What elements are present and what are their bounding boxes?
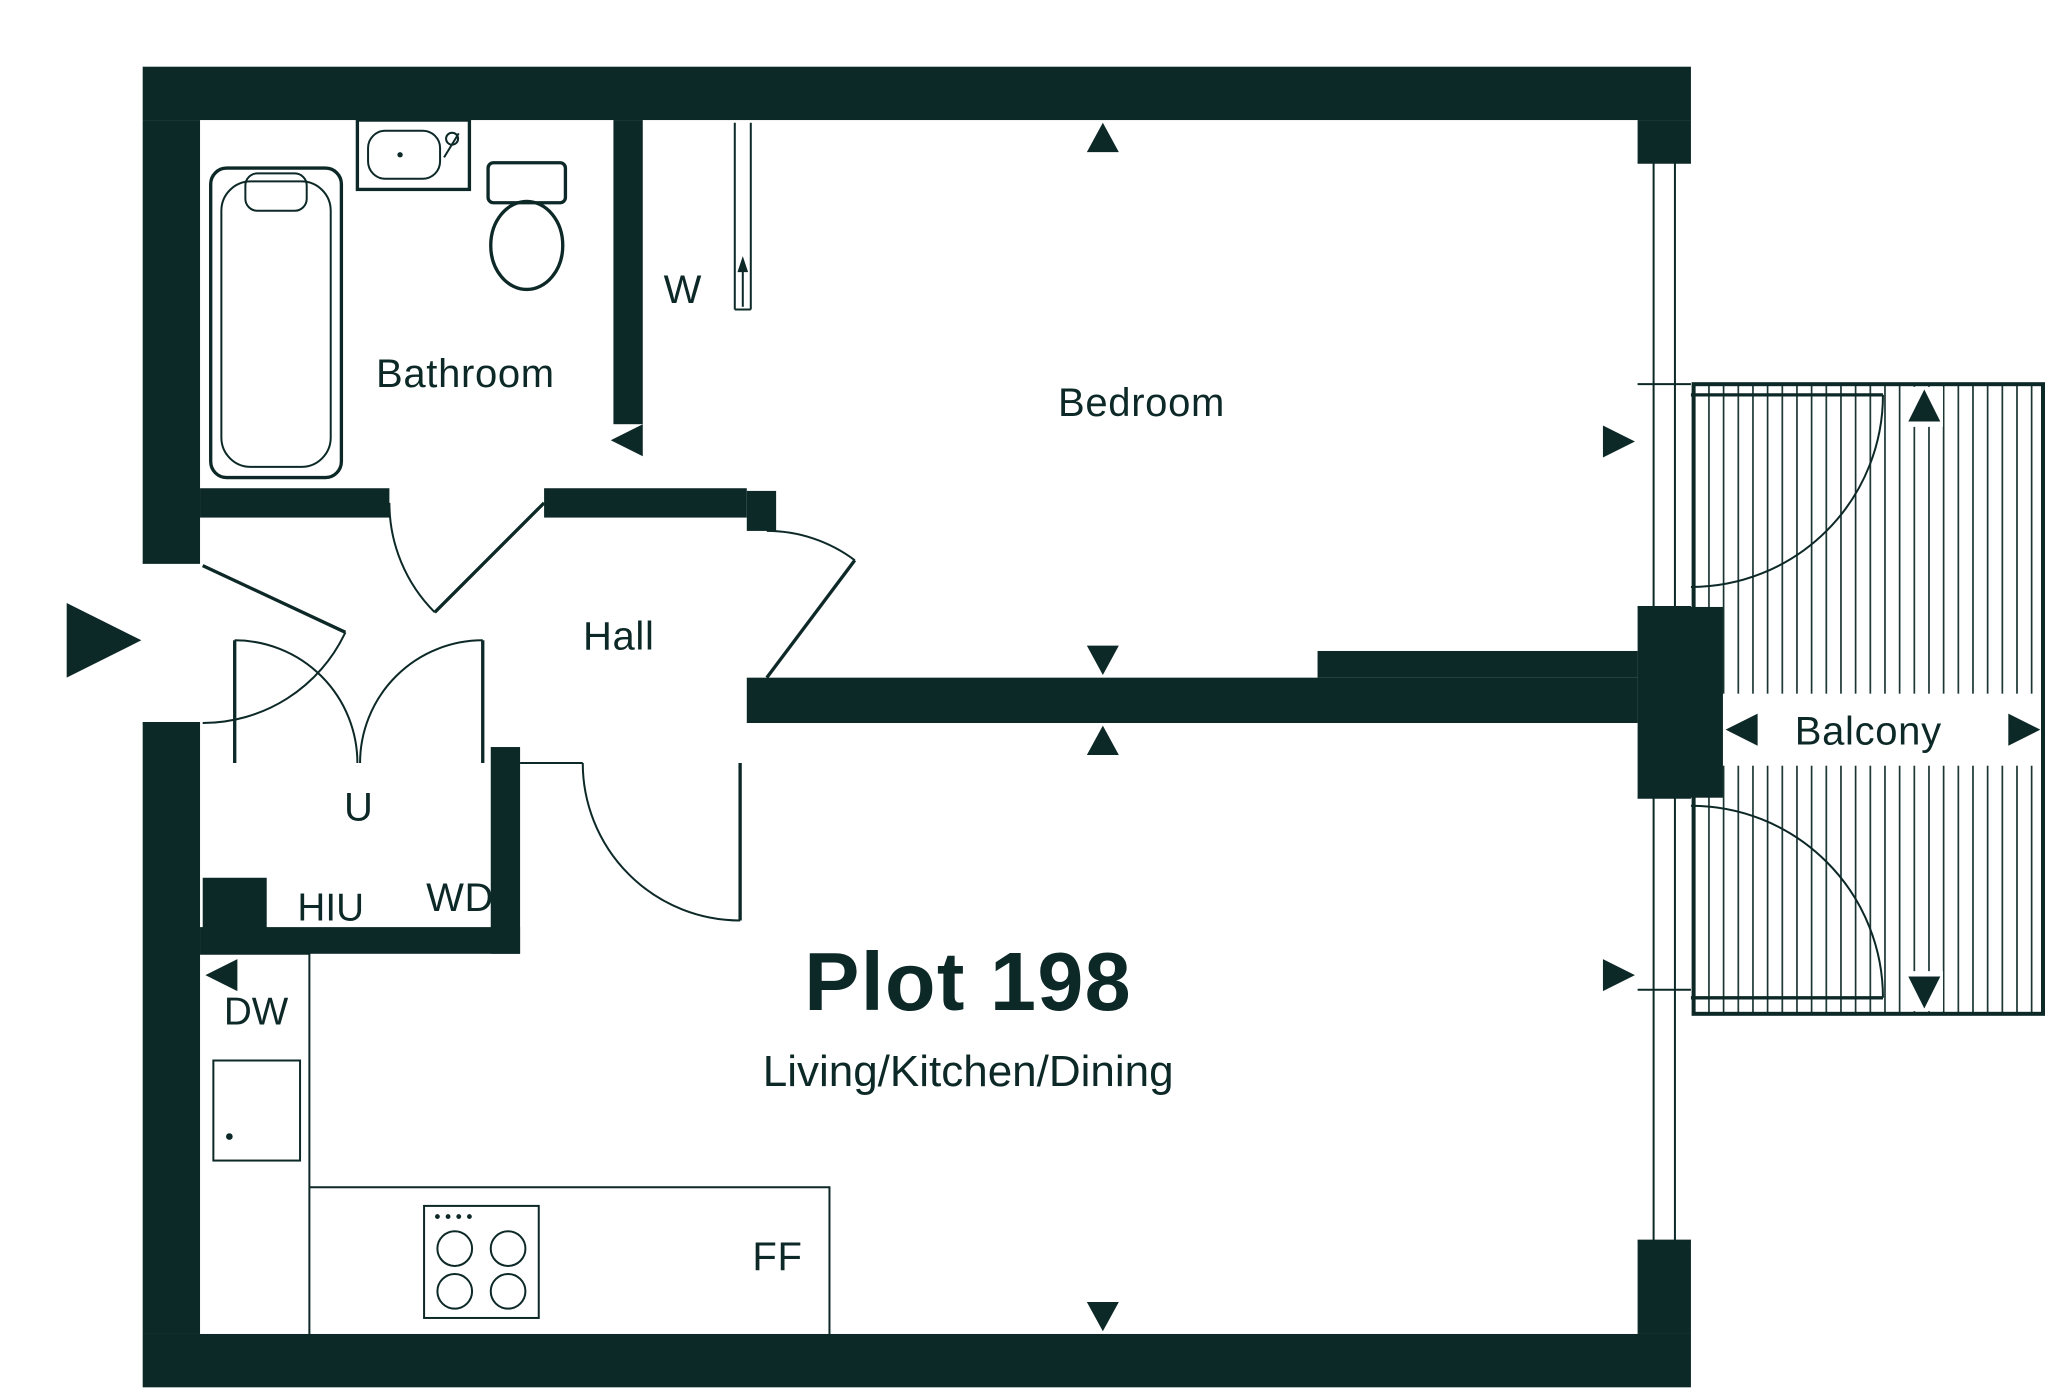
bedroom-door: [765, 529, 857, 679]
dimension-arrow-balcony-right-icon: [2008, 713, 2041, 746]
wall-bottom: [142, 1333, 1691, 1388]
balcony: Balcony: [1690, 382, 2045, 1016]
fridge-freezer-label: FF: [752, 1235, 802, 1279]
wall-right-mid-pier: [1637, 606, 1723, 798]
sink: [355, 118, 472, 192]
wall-bathroom-bottom-right: [544, 488, 747, 518]
entrance-door: [201, 564, 347, 725]
bathroom-door: [388, 501, 546, 614]
living-door: [520, 762, 742, 922]
wardrobe-label: W: [664, 268, 702, 312]
dimension-arrow-balcony-left-icon: [1725, 713, 1758, 746]
wall-right-bottom: [1637, 1240, 1691, 1334]
wall-bedroom-living-divider: [746, 677, 1638, 724]
dimension-arrow-top-icon: [1086, 122, 1119, 153]
balcony-door-upper: [1690, 393, 1884, 588]
dishwasher: [212, 1059, 302, 1162]
hall-label: Hall: [583, 615, 655, 659]
dimension-arrow-bedroom-right-icon: [1602, 425, 1635, 458]
dimension-arrows: [205, 122, 1635, 1332]
window-bedroom: [1637, 161, 1691, 608]
kitchen-counter: [200, 952, 831, 1334]
balcony-door-lower: [1690, 804, 1884, 1000]
wall-bedroom-door-stub: [746, 490, 777, 531]
bathtub: [209, 166, 344, 480]
entrance: [66, 561, 347, 725]
utility-cupboard-doors: [233, 639, 485, 764]
wardrobe: [733, 122, 752, 311]
wall-divider-step: [1317, 650, 1638, 678]
utility-cupboard-label: U: [344, 785, 374, 829]
wall-utility-right: [490, 747, 521, 954]
hiu-label: HIU: [297, 886, 364, 929]
plot-subtitle: Living/Kitchen/Dining: [763, 1047, 1174, 1096]
wall-top: [142, 66, 1691, 121]
dimension-arrow-bottom-icon: [1086, 1301, 1119, 1332]
dimension-arrow-living-left-icon: [205, 959, 238, 992]
dimension-arrow-balcony-bottom-icon: [1908, 976, 1941, 1009]
window-living: [1637, 796, 1691, 1242]
wall-bathroom-vertical: [613, 120, 643, 425]
windows: [1637, 161, 1691, 1242]
wall-right-top-corner: [1637, 120, 1691, 163]
hob: [423, 1204, 540, 1319]
dimension-arrow-bathroom-icon: [610, 424, 643, 457]
hiu-unit: [202, 877, 267, 953]
dimension-arrow-balcony-top-icon: [1908, 389, 1941, 422]
bathroom-label: Bathroom: [376, 352, 555, 396]
dimension-arrow-divider-up-icon: [1086, 725, 1119, 756]
entrance-arrow-icon: [66, 602, 142, 678]
dimension-arrow-divider-down-icon: [1086, 645, 1119, 675]
wall-bathroom-bottom-left: [200, 488, 390, 518]
toilet: [486, 161, 568, 292]
wall-left-lower: [142, 723, 201, 1334]
dishwasher-label: DW: [224, 990, 289, 1033]
walls: [142, 66, 1723, 1388]
wall-left-upper: [142, 120, 201, 563]
plot-title: Plot 198: [804, 935, 1132, 1028]
bedroom-label: Bedroom: [1058, 381, 1225, 425]
balcony-label: Balcony: [1795, 709, 1942, 753]
dimension-arrow-living-right-icon: [1602, 959, 1635, 992]
washer-dryer-label: WD: [426, 876, 494, 920]
